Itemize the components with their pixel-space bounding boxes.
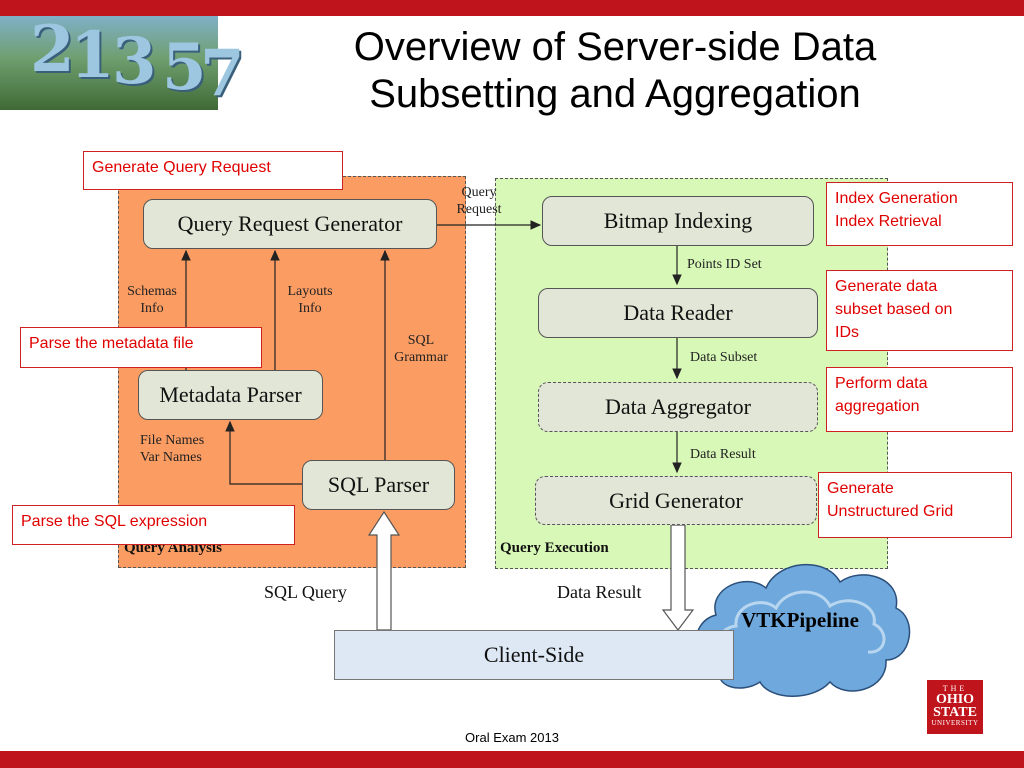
sql-grammar-label: SQL Grammar [394, 333, 448, 365]
slide-title-line1: Overview of Server-side Data [353, 25, 877, 69]
sql-query-hollow-arrow [367, 510, 401, 631]
schemas-info-label: Schemas Info [127, 284, 177, 316]
bitmap-indexing-box: Bitmap Indexing [542, 196, 814, 246]
data-result-label: Data Result [690, 447, 756, 462]
note-generate-data-subset: Generate data subset based on IDs [826, 270, 1013, 351]
photo-digit: 7 [200, 36, 245, 111]
vtk-pipeline-label: VTKPipeline [741, 608, 859, 632]
data-subset-label: Data Subset [690, 350, 758, 365]
query-request-generator-box: Query Request Generator [143, 199, 437, 249]
points-id-set-label: Points ID Set [687, 257, 762, 272]
slide-footer: Oral Exam 2013 [465, 730, 559, 745]
slide-title: Overview of Server-side Data Subsetting … [240, 24, 990, 118]
vtk-pipeline-cloud [695, 563, 911, 697]
note-index-generation-retrieval: Index Generation Index Retrieval [826, 182, 1013, 246]
note-generate-unstructured-grid: Generate Unstructured Grid [818, 472, 1012, 538]
photo-digit: 5 [162, 30, 207, 105]
campus-photo: 2 1 3 5 7 [0, 12, 245, 111]
data-aggregator-box: Data Aggregator [538, 382, 818, 432]
note-generate-query-request: Generate Query Request [83, 151, 343, 190]
bottom-brand-bar [0, 751, 1024, 768]
photo-digit: 3 [112, 24, 157, 99]
photo-digit: 2 [30, 12, 75, 87]
note-index-retrieval: Index Retrieval [835, 213, 942, 230]
note-index-generation: Index Generation [835, 190, 958, 207]
sql-parser-box: SQL Parser [302, 460, 455, 510]
grid-generator-box: Grid Generator [535, 476, 817, 525]
note-parse-metadata-file: Parse the metadata file [20, 327, 262, 368]
note-perform-data-aggregation: Perform data aggregation [826, 367, 1013, 432]
metadata-parser-box: Metadata Parser [138, 370, 323, 420]
file-var-names-label: File Names Var Names [140, 433, 205, 465]
sql-query-label: SQL Query [264, 582, 347, 602]
slide-title-line2: Subsetting and Aggregation [369, 72, 861, 116]
data-result-client-label: Data Result [557, 582, 642, 602]
query-request-label: Query Request [456, 185, 502, 217]
query-execution-label: Query Execution [500, 540, 609, 556]
file-names-arrow [225, 420, 302, 485]
ohio-state-logo: THE OHIO STATE UNIVERSITY [927, 680, 983, 734]
top-brand-bar [0, 0, 1024, 16]
photo-digit: 1 [70, 18, 115, 93]
client-side-box: Client-Side [334, 630, 734, 680]
data-reader-box: Data Reader [538, 288, 818, 338]
note-parse-sql-expression: Parse the SQL expression [12, 505, 295, 545]
data-result-hollow-arrow [661, 524, 695, 631]
layouts-info-label: Layouts Info [287, 284, 333, 316]
